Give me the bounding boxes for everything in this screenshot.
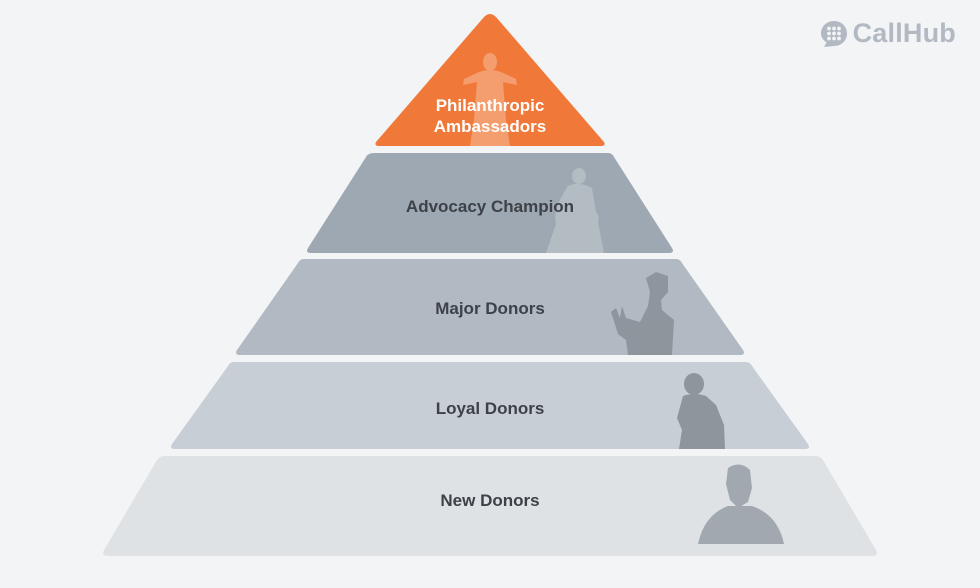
tier-label: New Donors [440,491,539,510]
tier-label: Loyal Donors [436,399,545,418]
tier-philanthropic-ambassadors: Philanthropic Ambassadors [375,14,605,146]
major-donor-figure-icon [611,272,674,355]
tier-shape [236,259,744,355]
ambassador-figure-icon [463,53,517,146]
tier-advocacy-champion: Advocacy Champion [307,153,673,253]
champion-figure-icon [546,168,604,253]
tier-label: Major Donors [435,299,545,318]
tier-shape [103,456,877,556]
loyal-donor-figure-icon [677,373,725,449]
callhub-logo: CallHub [819,18,956,49]
callhub-logo-icon [820,20,847,47]
tier-loyal-donors: Loyal Donors [171,362,809,449]
new-donor-figure-icon [698,464,784,544]
tier-label-line: Philanthropic [436,96,545,115]
callhub-logo-text: CallHub [852,18,956,48]
tier-shape [375,14,605,146]
tier-label-line: Ambassadors [434,117,546,136]
tier-label: Advocacy Champion [406,197,574,216]
tier-major-donors: Major Donors [236,259,744,355]
tier-shape [307,153,673,253]
tier-shape [171,362,809,449]
tier-new-donors: New Donors [103,456,877,556]
